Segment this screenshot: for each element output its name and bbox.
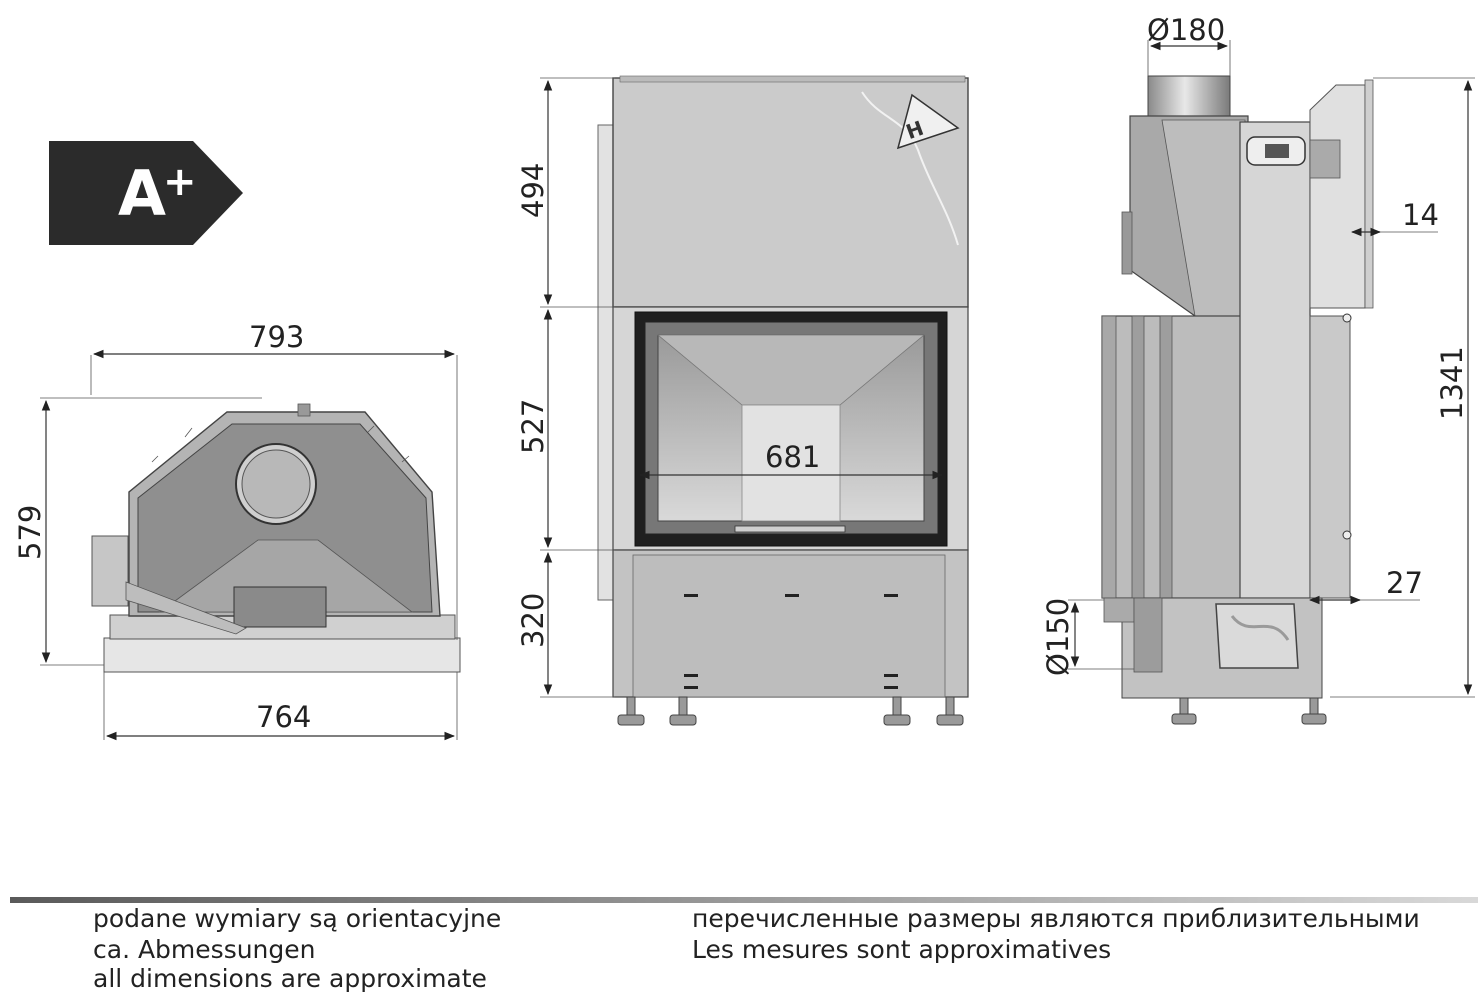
- footer-text-russian: перечисленные размеры являются приблизит…: [692, 904, 1420, 933]
- dimension-door-width-681: 681: [765, 440, 820, 474]
- badge-arrow-shape: [49, 141, 243, 245]
- front-view-hood-reflection: [861, 91, 959, 246]
- footer-text-english: all dimensions are approximate: [93, 964, 487, 993]
- footer-divider-bar: [10, 897, 1478, 903]
- top-view-floor: [158, 539, 414, 613]
- front-view-feet: [617, 696, 964, 726]
- top-view-flue-inner: [241, 449, 311, 519]
- hajduk-logo-icon: [896, 93, 960, 150]
- energy-grade-plus: +: [163, 159, 197, 205]
- side-view-feet: [1171, 697, 1327, 725]
- dimension-top-width-764: 764: [256, 700, 311, 734]
- side-view-door-profile: [1309, 84, 1366, 309]
- dimension-front-height-494: 494: [516, 163, 550, 218]
- dimension-gap-27: 27: [1386, 566, 1423, 600]
- footer-text-german: ca. Abmessungen: [93, 935, 316, 964]
- side-view-front-panel: [1239, 121, 1311, 599]
- side-view-drawing: Ø180 14 27 1341 Ø150: [1041, 13, 1475, 725]
- dimension-air-diameter-150: Ø150: [1041, 598, 1075, 676]
- dimension-gap-14: 14: [1402, 198, 1439, 232]
- dimension-flue-diameter-180: Ø180: [1147, 13, 1225, 47]
- front-view-base-slots: [684, 594, 898, 689]
- dimension-top-depth-579: 579: [13, 505, 47, 560]
- front-view-firebox-back: [741, 404, 841, 522]
- top-view-drawing: 793 764 579: [13, 320, 461, 741]
- side-view-air-inlet: [1103, 597, 1135, 623]
- top-view-side-box: [91, 535, 129, 607]
- top-view-base-plate: [103, 637, 461, 673]
- front-view-door-handle: [734, 525, 846, 533]
- dimension-front-height-527: 527: [516, 399, 550, 454]
- side-view-right-panel: [1309, 315, 1351, 599]
- side-view-flue-pipe: [1147, 75, 1231, 119]
- energy-class-badge: A +: [49, 141, 243, 245]
- footer-text-french: Les mesures sont approximatives: [692, 935, 1111, 964]
- dimension-front-height-320: 320: [516, 593, 550, 648]
- footer-text-polish: podane wymiary są orientacyjne: [93, 904, 501, 933]
- top-view-ash-box: [233, 586, 327, 628]
- top-view-rail: [125, 581, 247, 635]
- dimension-top-width-793: 793: [249, 320, 304, 354]
- top-view-connector: [297, 403, 311, 417]
- hajduk-logo-letter: H: [903, 116, 927, 144]
- dimension-total-height-1341: 1341: [1435, 346, 1469, 420]
- front-view-drawing: H 494 527 320: [516, 75, 969, 726]
- energy-grade-letter: A: [118, 157, 166, 230]
- footer-disclaimer: podane wymiary są orientacyjne ca. Abmes…: [10, 897, 1478, 993]
